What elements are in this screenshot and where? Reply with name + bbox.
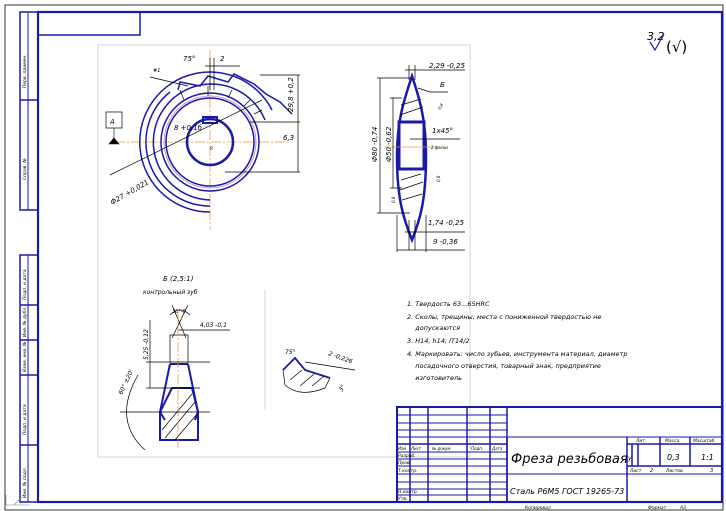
svg-text:Подп.: Подп.	[471, 446, 483, 451]
drawing-title: Фреза резьбовая	[511, 452, 628, 467]
note-line: изготовитель	[407, 374, 462, 382]
left-strip: Перв. примен. Справ. № Подп. и дата Инв.…	[5, 11, 39, 506]
svg-text:Б (2,5:1): Б (2,5:1)	[163, 275, 194, 283]
strip-label: Перв. примен.	[22, 54, 28, 88]
tooth-detail-view: Б (2,5:1) контрольный зуб 30°-6 4,03 -0,…	[117, 275, 356, 451]
svg-text:6,3: 6,3	[283, 134, 294, 142]
svg-text:Лист: Лист	[410, 446, 422, 451]
svg-text:Ф80 -0,74: Ф80 -0,74	[371, 127, 379, 162]
svg-text:30°-6: 30°-6	[172, 309, 186, 315]
svg-text:Листов: Листов	[665, 468, 683, 474]
svg-text:#1: #1	[153, 68, 160, 74]
svg-text:2: 2	[220, 55, 225, 63]
view-area	[97, 44, 471, 458]
svg-text:0,3: 0,3	[667, 453, 680, 462]
format-value: А3	[679, 505, 686, 511]
strip-label: Подп. и дата	[22, 404, 28, 435]
svg-text:1:1: 1:1	[701, 453, 714, 462]
svg-text:Дата: Дата	[491, 446, 503, 451]
svg-text:60° ±20': 60° ±20'	[117, 368, 135, 396]
svg-text:2 -0,226: 2 -0,226	[327, 350, 353, 365]
svg-text:Б: Б	[440, 81, 445, 89]
cutter-side-view: Ф80 -0,74 Ф50 -0,62 2,29 -0,25 Б 1х45° 2…	[371, 62, 465, 252]
svg-text:3,2: 3,2	[647, 30, 665, 43]
strip-label: Инв. № подл.	[22, 467, 28, 498]
svg-text:Н.контр.: Н.контр.	[398, 489, 418, 495]
note-line: допускаются	[407, 324, 460, 332]
svg-text:9 -0,36: 9 -0,36	[433, 238, 458, 246]
svg-text:8 +0,1б: 8 +0,1б	[174, 124, 203, 132]
note-line: 2. Сколы, трещины, места с пониженной тв…	[407, 313, 601, 321]
svg-text:R: R	[210, 146, 213, 151]
strip-label: Взам. инв. №	[22, 341, 28, 372]
svg-text:1х45°: 1х45°	[432, 127, 453, 135]
title-block: Изм Лист № докум. Подп. Дата Разраб. Про…	[396, 406, 723, 503]
svg-text:Т.контр.: Т.контр.	[398, 468, 418, 474]
svg-text:1,74 -0,25: 1,74 -0,25	[428, 219, 464, 227]
svg-text:Изм: Изм	[398, 446, 406, 451]
svg-text:Утв.: Утв.	[398, 496, 407, 502]
svg-text:контрольный зуб: контрольный зуб	[143, 289, 198, 296]
svg-text:2 фаски: 2 фаски	[431, 145, 448, 150]
strip-label: Инв. № дубл.	[22, 306, 28, 337]
svg-text:4,03 -0,1: 4,03 -0,1	[200, 322, 227, 329]
note-line: посадочного отверстия, товарный знак, пр…	[407, 362, 601, 370]
svg-text:3: 3	[710, 468, 713, 474]
svg-text:Лист: Лист	[629, 468, 642, 474]
technical-notes: 1. Твердость 63...65HRC 2. Сколы, трещин…	[407, 300, 627, 382]
svg-text:№ докум.: № докум.	[431, 446, 452, 451]
strip-label: Справ. №	[22, 158, 28, 180]
roughness-mark: 3,2 (√)	[647, 30, 687, 56]
svg-text:Пров.: Пров.	[398, 460, 411, 466]
svg-text:75°: 75°	[285, 349, 296, 356]
note-line: 4. Маркировать: число зубьев, инструмент…	[407, 350, 627, 358]
copied-label: Копировал	[525, 505, 551, 511]
svg-text:2,29 -0,25: 2,29 -0,25	[429, 62, 465, 70]
note-line: 3. H14, h14, IT14/2	[407, 337, 470, 345]
svg-text:у: у	[627, 455, 632, 462]
svg-text:Лит.: Лит.	[635, 438, 646, 444]
svg-text:29,8 +0,2: 29,8 +0,2	[287, 77, 295, 112]
svg-text:Ф27 +0,021: Ф27 +0,021	[109, 178, 150, 206]
svg-text:А: А	[109, 118, 115, 126]
note-line: 1. Твердость 63...65HRC	[407, 300, 490, 308]
svg-text:0,8: 0,8	[436, 175, 441, 182]
svg-text:(√): (√)	[666, 38, 687, 56]
top-left-stamp	[38, 12, 141, 36]
svg-text:75°: 75°	[183, 55, 195, 63]
axis-icon	[5, 495, 30, 506]
svg-text:Масса: Масса	[665, 438, 680, 444]
format-label: Формат	[648, 505, 667, 511]
material: Сталь Р6М5 ГОСТ 19265-73	[510, 487, 624, 496]
cutter-front-view: А Ф27 +0,021 75° 2 #1 29,8 +0,2 6,3 8 +0…	[105, 50, 300, 230]
svg-text:Масштаб: Масштаб	[693, 438, 715, 444]
svg-text:5,25 -0,12: 5,25 -0,12	[143, 329, 150, 360]
svg-text:Разраб.: Разраб.	[398, 453, 416, 459]
svg-text:0,8: 0,8	[437, 102, 445, 110]
svg-text:2: 2	[650, 468, 653, 474]
svg-text:3°: 3°	[338, 384, 347, 393]
svg-text:Ф50 -0,62: Ф50 -0,62	[385, 126, 393, 162]
outer-frame	[4, 4, 724, 511]
strip-label: Подп. и дата	[22, 269, 28, 300]
svg-text:0,8: 0,8	[391, 196, 396, 203]
